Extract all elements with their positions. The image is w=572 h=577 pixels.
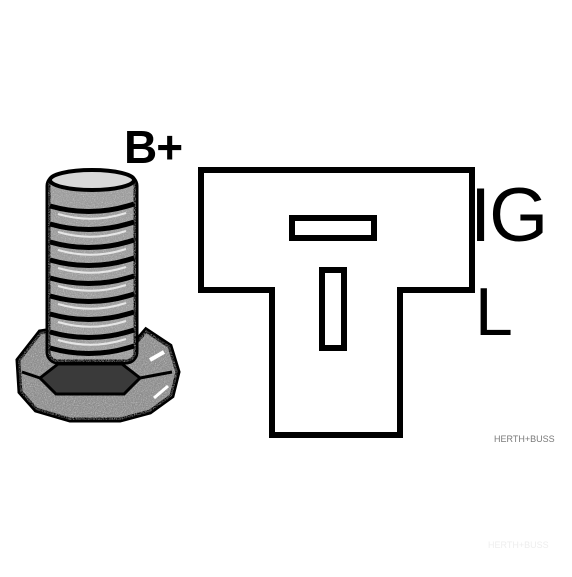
lamp-terminal-label: L bbox=[475, 274, 513, 350]
bolt-terminal bbox=[15, 168, 181, 423]
threaded-shaft bbox=[45, 168, 139, 365]
connector-housing bbox=[198, 167, 475, 438]
battery-terminal-label: B+ bbox=[124, 121, 183, 173]
brand-watermark: HERTH+BUSS bbox=[494, 434, 555, 444]
vertical-pin-slot bbox=[319, 267, 347, 351]
ignition-terminal-label: IG bbox=[470, 173, 548, 258]
horizontal-pin-slot bbox=[289, 215, 377, 241]
ghost-watermark: HERTH+BUSS bbox=[488, 540, 549, 550]
